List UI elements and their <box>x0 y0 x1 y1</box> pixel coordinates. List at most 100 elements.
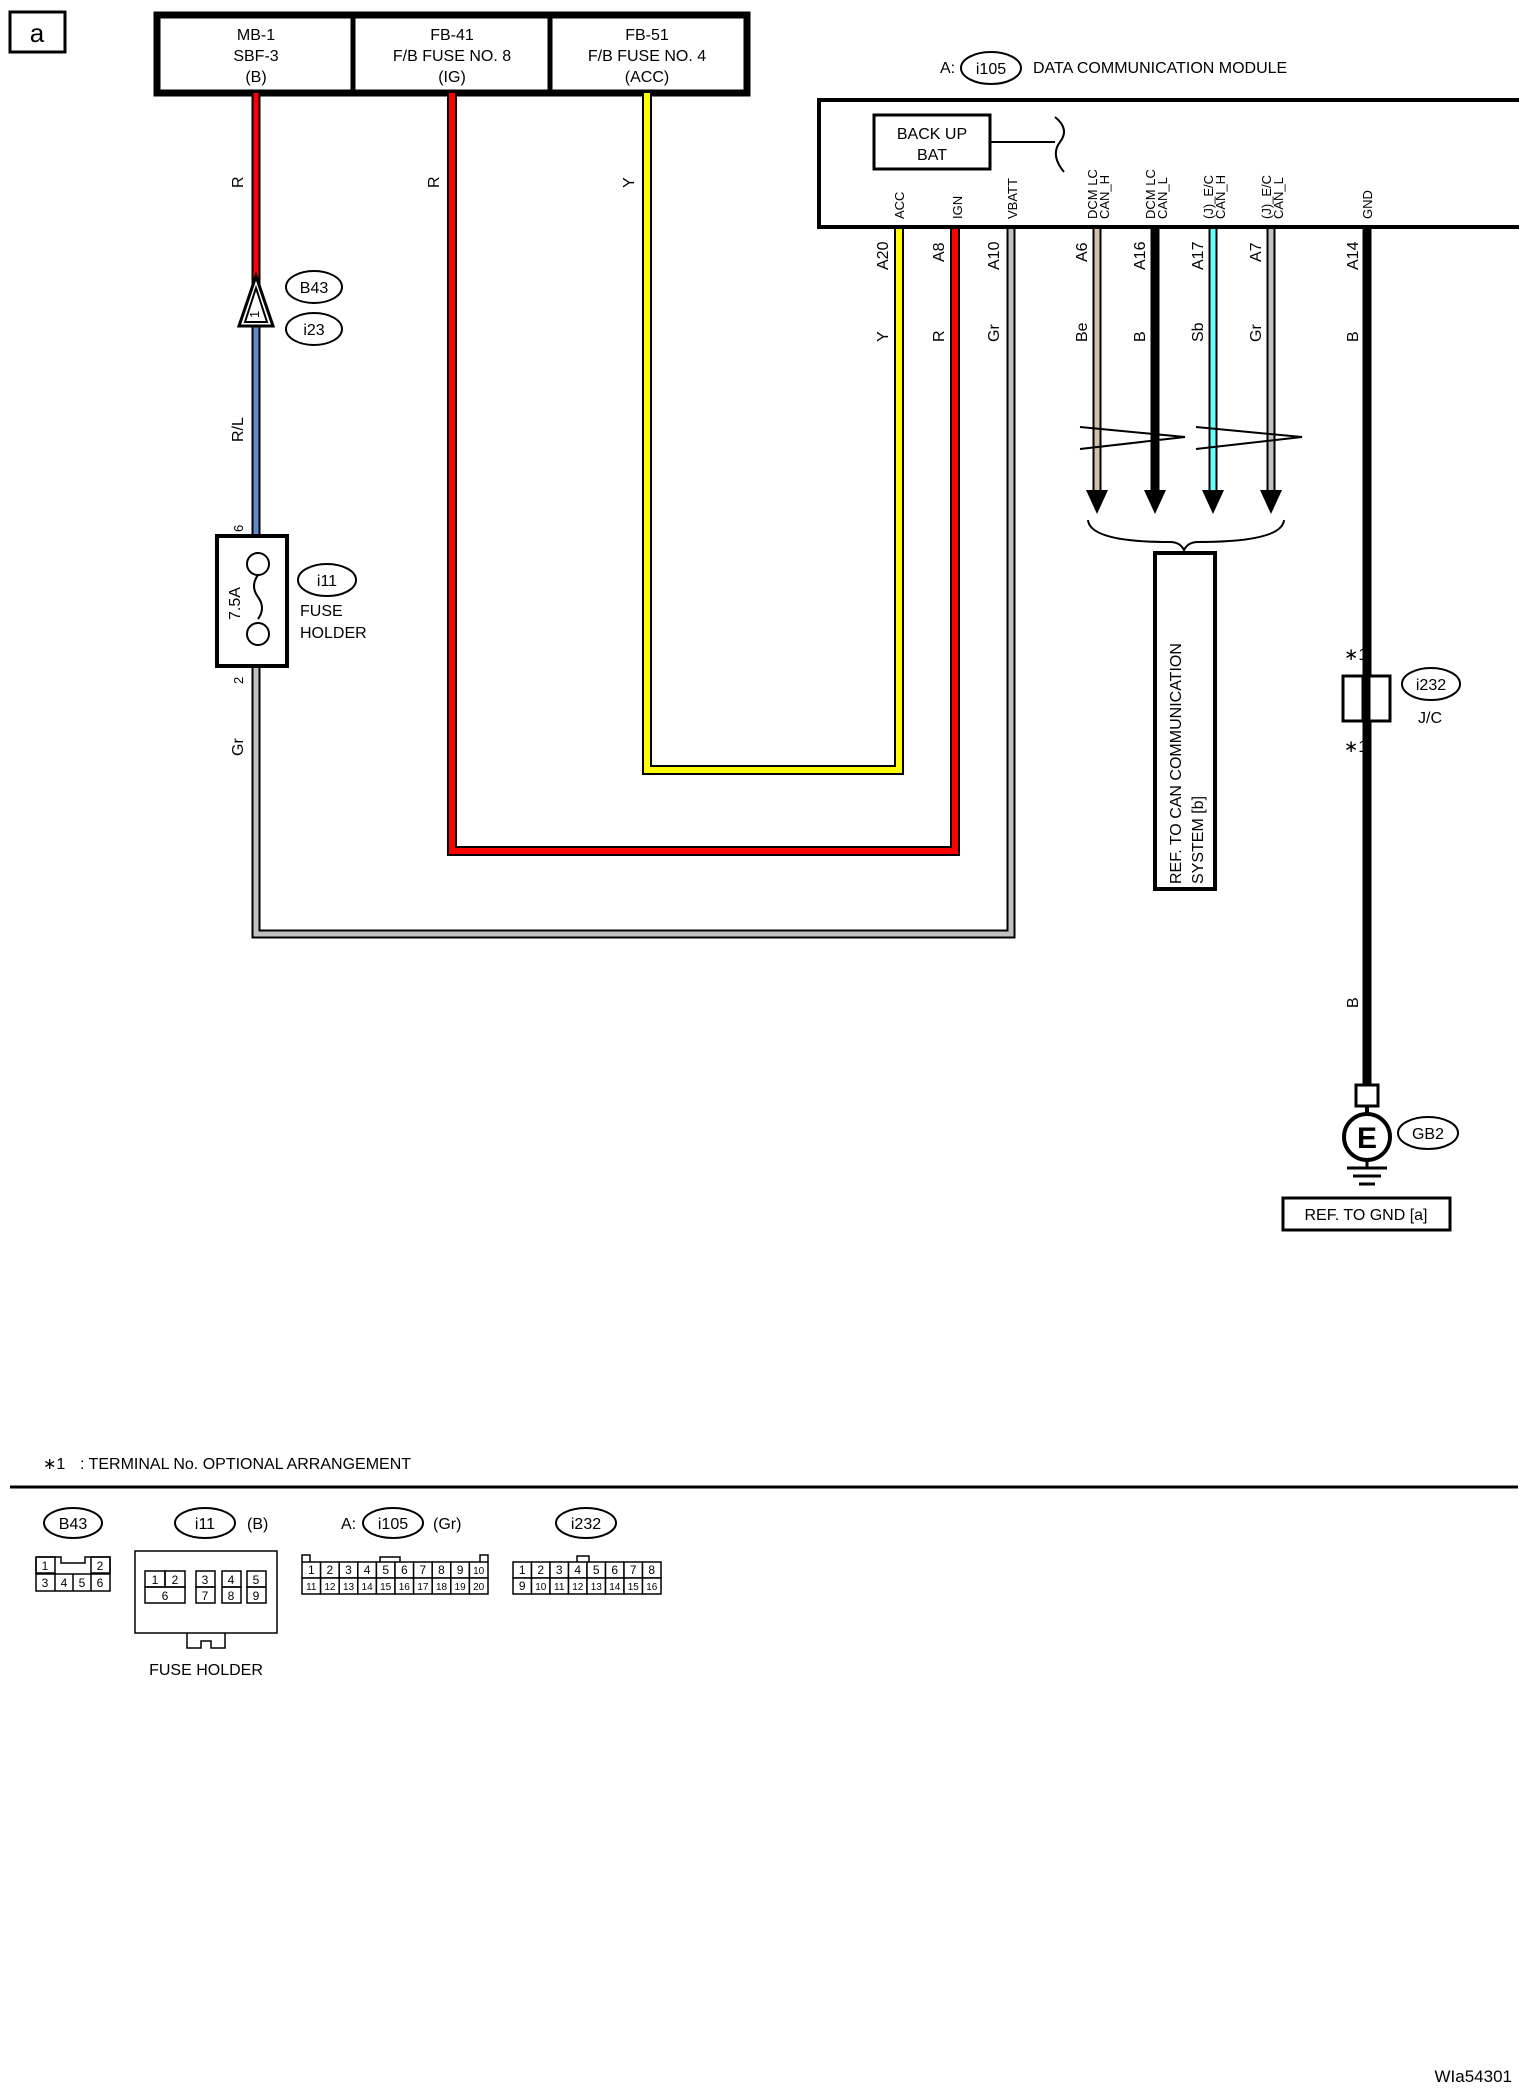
terminal-a7: A7 <box>1248 242 1265 262</box>
i105-pin-label: 15 <box>380 1582 392 1593</box>
connector-view-i11: i11 (B) 1 2 6 3 4 5 7 8 9 FUSE HOLDER <box>134 1507 278 1679</box>
i11-cell: 1 <box>152 1573 159 1587</box>
wire-label-a16: B <box>1132 331 1149 342</box>
terminal-a8: A8 <box>931 242 948 262</box>
wire-color-labels: R R Y R/L Gr Y R Gr Be B Sb Gr B B <box>230 176 1362 1008</box>
fuse-holder-title-line1: FUSE <box>300 603 343 620</box>
source-fb41-line2: F/B FUSE NO. 8 <box>393 48 511 65</box>
i105-pin-label: 2 <box>327 1563 334 1577</box>
gb2-id: GB2 <box>1412 1126 1444 1143</box>
i11-id: i11 <box>317 573 337 590</box>
i232-pin-label: 6 <box>611 1563 618 1577</box>
i232-pin-label: 11 <box>554 1582 565 1593</box>
ref-gnd: REF. TO GND [a] <box>1305 1207 1428 1224</box>
i232-pin-label: 12 <box>572 1582 584 1593</box>
i105-pin-label: 14 <box>362 1582 374 1593</box>
i232-pin-label: 2 <box>537 1563 544 1577</box>
i105-pin-label: 11 <box>306 1582 317 1593</box>
wire-label-a20: Y <box>875 331 892 342</box>
i232-pin-label: 8 <box>648 1563 655 1577</box>
module-connector-id: i105 <box>976 61 1006 78</box>
wire-label-a8: R <box>931 330 948 342</box>
wire-label-rl: R/L <box>230 417 247 442</box>
pin-name-a6-line1: DCM LC <box>1085 169 1100 219</box>
ref-can-box: REF. TO CAN COMMUNICATION SYSTEM [b] <box>1153 551 1217 891</box>
i11-cell: 4 <box>228 1573 235 1587</box>
i105-pin-label: 6 <box>401 1563 408 1577</box>
fuse-pin-top: 6 <box>231 525 246 532</box>
i11-cell: 7 <box>202 1589 209 1603</box>
b43-cell: 2 <box>97 1559 104 1573</box>
sheet-label: a <box>8 10 67 54</box>
module-box: BACK UP BAT <box>817 98 1519 229</box>
fuse-holder-i11: 6 7.5A 2 i11 FUSE HOLDER <box>215 525 367 684</box>
source-fb51-line2: F/B FUSE NO. 4 <box>588 48 706 65</box>
fuse-pin-bottom: 2 <box>231 677 246 684</box>
wire-fb51-to-acc <box>642 93 904 775</box>
view-i11-caption: FUSE HOLDER <box>149 1662 263 1679</box>
i232-pin-label: 16 <box>646 1582 658 1593</box>
wire-label-a10: Gr <box>986 324 1003 342</box>
i232-pin-label: 5 <box>593 1563 600 1577</box>
footnote: ∗1 : TERMINAL No. OPTIONAL ARRANGEMENT <box>10 1456 1518 1489</box>
i105-pin-label: 13 <box>343 1582 355 1593</box>
footnote-text: : TERMINAL No. OPTIONAL ARRANGEMENT <box>80 1456 411 1473</box>
b43-cell: 6 <box>97 1576 104 1590</box>
i11-cell: 3 <box>202 1573 209 1587</box>
i232-pin-label: 1 <box>519 1563 526 1577</box>
b43-cell: 5 <box>79 1576 86 1590</box>
i11-cell: 5 <box>253 1573 260 1587</box>
pin-name-a7-line2: CAN_L <box>1271 177 1286 219</box>
module-name: DATA COMMUNICATION MODULE <box>1033 60 1287 77</box>
ground-symbol-letter: E <box>1357 1122 1377 1155</box>
view-i11-suffix: (B) <box>247 1516 268 1533</box>
i105-pin-label: 1 <box>308 1563 315 1577</box>
i105-pin-label: 9 <box>457 1563 464 1577</box>
backup-bat-line2: BAT <box>917 147 947 164</box>
joint-connector-i232: ∗1 ∗1 i232 J/C <box>1341 645 1461 756</box>
terminal-a6: A6 <box>1074 242 1091 262</box>
i105-pin-label: 5 <box>382 1563 389 1577</box>
module-prefix: A: <box>940 60 955 77</box>
view-b43-id: B43 <box>59 1516 88 1533</box>
source-fb41: FB-41 F/B FUSE NO. 8 (IG) <box>393 27 511 86</box>
source-fb41-line1: FB-41 <box>430 27 474 44</box>
source-mb1-line1: MB-1 <box>237 27 275 44</box>
module-terminals: A20 A8 A10 A6 A16 A17 A7 A14 <box>875 241 1362 270</box>
terminal-a10: A10 <box>986 241 1003 270</box>
i232-pin-label: 15 <box>628 1582 640 1593</box>
i105-pin-label: 17 <box>417 1582 429 1593</box>
wire-label-a17: Sb <box>1190 322 1207 342</box>
pin-name-ign: IGN <box>950 196 965 219</box>
i105-pin-label: 8 <box>438 1563 445 1577</box>
source-mb1-line2: SBF-3 <box>233 48 278 65</box>
i105-pin-label: 19 <box>455 1582 467 1593</box>
i11-cell: 2 <box>172 1573 179 1587</box>
view-i232-id: i232 <box>571 1516 601 1533</box>
source-fb51-line3: (ACC) <box>625 69 669 86</box>
i232-pin-label: 3 <box>556 1563 563 1577</box>
wire-mb1-to-vbatt <box>251 93 1016 939</box>
can-wires <box>1079 229 1303 553</box>
ref-can-line2: SYSTEM [b] <box>1190 796 1207 884</box>
source-fb51-line1: FB-51 <box>625 27 669 44</box>
module-header: A: i105 DATA COMMUNICATION MODULE <box>940 51 1287 85</box>
wire-label-mb1: R <box>230 176 247 188</box>
power-sources: MB-1 SBF-3 (B) FB-41 F/B FUSE NO. 8 (IG)… <box>153 11 751 97</box>
ref-can-line1: REF. TO CAN COMMUNICATION <box>1168 643 1185 884</box>
i232-pin-label: 4 <box>574 1563 581 1577</box>
i105-pin-label: 3 <box>345 1563 352 1577</box>
pin-name-a17-line2: CAN_H <box>1213 175 1228 219</box>
terminal-a16: A16 <box>1132 241 1149 270</box>
i232-pin-label: 9 <box>519 1579 526 1593</box>
terminal-a20: A20 <box>875 241 892 270</box>
backup-bat-line1: BACK UP <box>897 126 967 143</box>
i105-pin-label: 16 <box>399 1582 411 1593</box>
i105-pin-label: 20 <box>473 1582 485 1593</box>
wire-label-fb41: R <box>426 176 443 188</box>
